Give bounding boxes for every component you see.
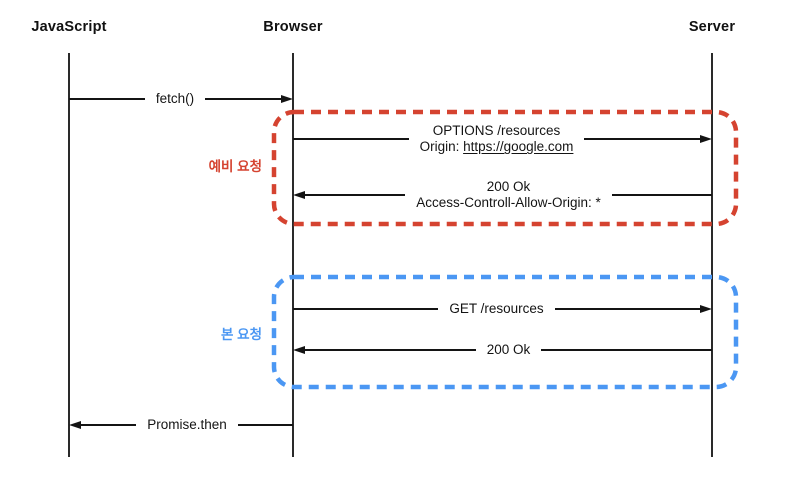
message-main-response-label: 200 Ok: [486, 342, 531, 357]
message-get-request: GET /resources: [293, 298, 713, 320]
message-preflight-response: 200 Ok Access-Controll-Allow-Origin: *: [293, 178, 713, 212]
arrow-line: [237, 424, 294, 426]
message-promise-then: Promise.then: [69, 414, 294, 436]
arrow-line: [81, 424, 137, 426]
arrow-line: [293, 138, 409, 140]
main-request-group-label: 본 요청: [220, 327, 262, 342]
arrow-line: [305, 349, 476, 351]
arrowhead-right-icon: [700, 305, 713, 313]
arrow-line: [69, 98, 145, 100]
preflight-response-status: 200 Ok: [486, 179, 531, 194]
actor-label-javascript: JavaScript: [31, 19, 107, 35]
preflight-response-header: Access-Controll-Allow-Origin: *: [416, 195, 601, 210]
preflight-group-box: [271, 109, 739, 227]
message-promise-label: Promise.then: [147, 417, 227, 432]
message-options-request: OPTIONS /resources Origin: https://googl…: [293, 122, 712, 156]
lifeline-server: [711, 53, 713, 457]
origin-url: https://google.com: [463, 139, 574, 154]
arrowhead-right-icon: [281, 95, 294, 103]
actor-label-server: Server: [688, 19, 736, 35]
preflight-group-label: 예비 요청: [208, 159, 262, 174]
message-options-label: OPTIONS /resources Origin: https://googl…: [409, 123, 585, 155]
arrowhead-left-icon: [69, 421, 81, 429]
main-request-group-box: [271, 274, 739, 390]
arrow-line: [305, 194, 406, 196]
message-main-response: 200 Ok: [293, 339, 712, 361]
origin-header-line: Origin: https://google.com: [419, 139, 574, 154]
message-fetch: fetch(): [69, 88, 294, 110]
message-preflight-response-label: 200 Ok Access-Controll-Allow-Origin: *: [405, 179, 612, 211]
arrow-line: [541, 349, 712, 351]
lifeline-browser: [292, 53, 294, 457]
arrowhead-left-icon: [293, 191, 305, 199]
actor-label-browser: Browser: [263, 19, 323, 35]
arrowhead-left-icon: [293, 346, 305, 354]
message-get-label: GET /resources: [449, 301, 544, 316]
lifeline-javascript: [68, 53, 70, 457]
arrow-line: [611, 194, 713, 196]
arrow-line: [554, 308, 701, 310]
message-fetch-label: fetch(): [155, 91, 195, 106]
options-request-line: OPTIONS /resources: [432, 123, 561, 138]
arrowhead-right-icon: [700, 135, 712, 143]
arrow-line: [293, 308, 439, 310]
arrow-line: [205, 98, 282, 100]
arrow-line: [584, 138, 700, 140]
